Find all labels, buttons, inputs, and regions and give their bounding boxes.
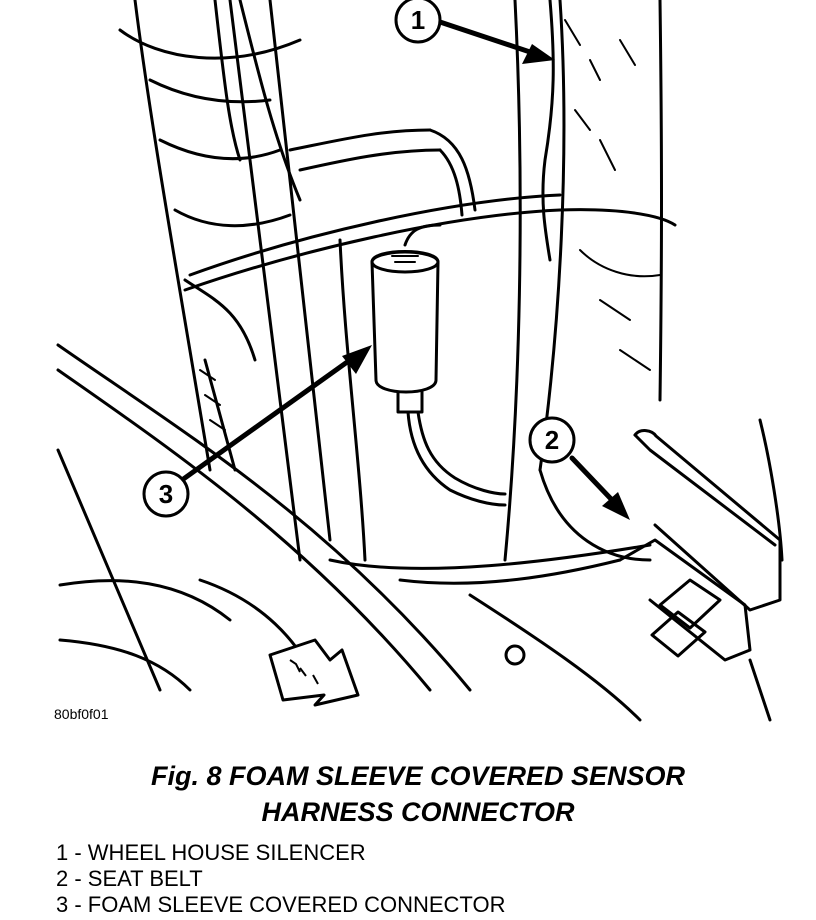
wheel-house-silencer — [538, 0, 661, 562]
callout-3: 3 — [142, 470, 190, 518]
forward-arrow-icon — [268, 638, 360, 707]
seat-belt — [618, 418, 784, 722]
legend-item-1: 1 - WHEEL HOUSE SILENCER — [56, 840, 366, 865]
callout-1: 1 — [394, 0, 442, 44]
legend-item-2: 2 - SEAT BELT — [56, 866, 203, 891]
pillar-panel — [183, 0, 677, 585]
caption-line-2: HARNESS CONNECTOR — [261, 797, 575, 827]
legend-item-3: 3 - FOAM SLEEVE COVERED CONNECTOR — [56, 892, 506, 917]
figure-id-code: 80bf0f01 — [54, 706, 109, 722]
callout-1-leader — [437, 19, 555, 64]
foam-sleeve-connector-illustration: 1 2 3 — [56, 0, 784, 722]
foam-sleeve-connector — [370, 223, 507, 507]
wiring-harness — [118, 0, 477, 472]
caption-line-1: Fig. 8 FOAM SLEEVE COVERED SENSOR — [150, 761, 686, 791]
svg-text:1: 1 — [411, 5, 425, 35]
figure-caption: Fig. 8 FOAM SLEEVE COVERED SENSOR HARNES… — [0, 758, 816, 830]
callout-2: 2 — [528, 416, 576, 464]
svg-text:2: 2 — [545, 425, 559, 455]
legend-list: 1 - WHEEL HOUSE SILENCER 2 - SEAT BELT 3… — [56, 840, 505, 918]
floor-sill — [56, 343, 642, 722]
callout-2-leader — [569, 455, 630, 520]
svg-text:3: 3 — [159, 479, 173, 509]
callout-3-leader — [179, 345, 372, 483]
